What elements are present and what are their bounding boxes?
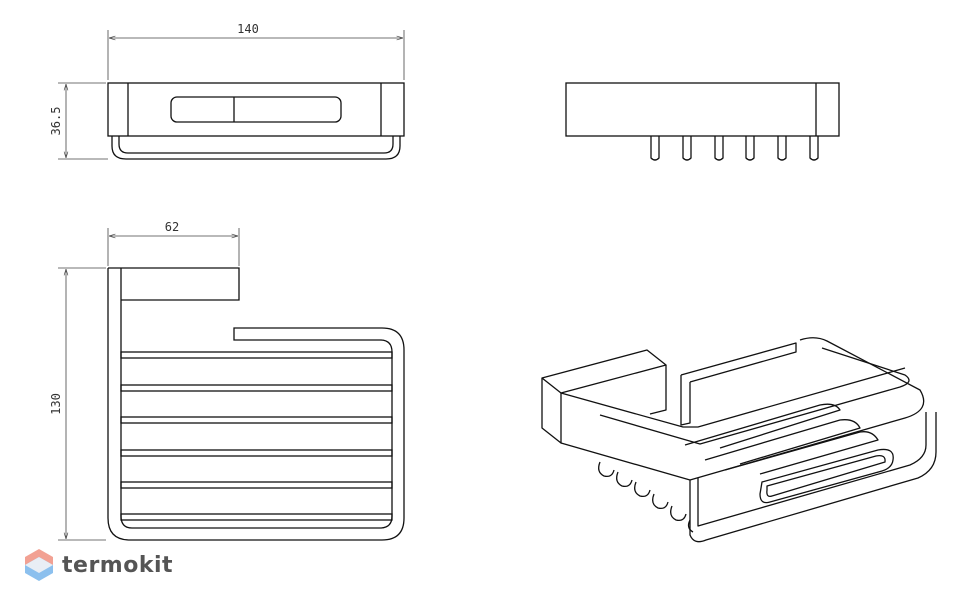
dim-top-depth	[107, 228, 240, 266]
top-view-slats	[120, 351, 393, 521]
dim-front-height-label: 36.5	[49, 107, 63, 136]
isometric-pins	[598, 461, 694, 533]
isometric-view	[541, 337, 937, 543]
top-view	[107, 267, 405, 541]
side-view-pins	[650, 136, 819, 161]
brand-name: termokit	[62, 552, 174, 578]
brand-watermark: termokit	[24, 548, 173, 582]
dim-top-length	[58, 267, 106, 541]
front-view	[107, 82, 405, 160]
dim-front-height	[58, 82, 108, 160]
dim-front-width	[107, 30, 405, 80]
side-view	[565, 82, 840, 161]
brand-logo-icon	[25, 549, 53, 581]
dim-front-width-label: 140	[237, 22, 259, 36]
dim-top-depth-label: 62	[165, 220, 179, 234]
dim-top-length-label: 130	[49, 393, 63, 415]
